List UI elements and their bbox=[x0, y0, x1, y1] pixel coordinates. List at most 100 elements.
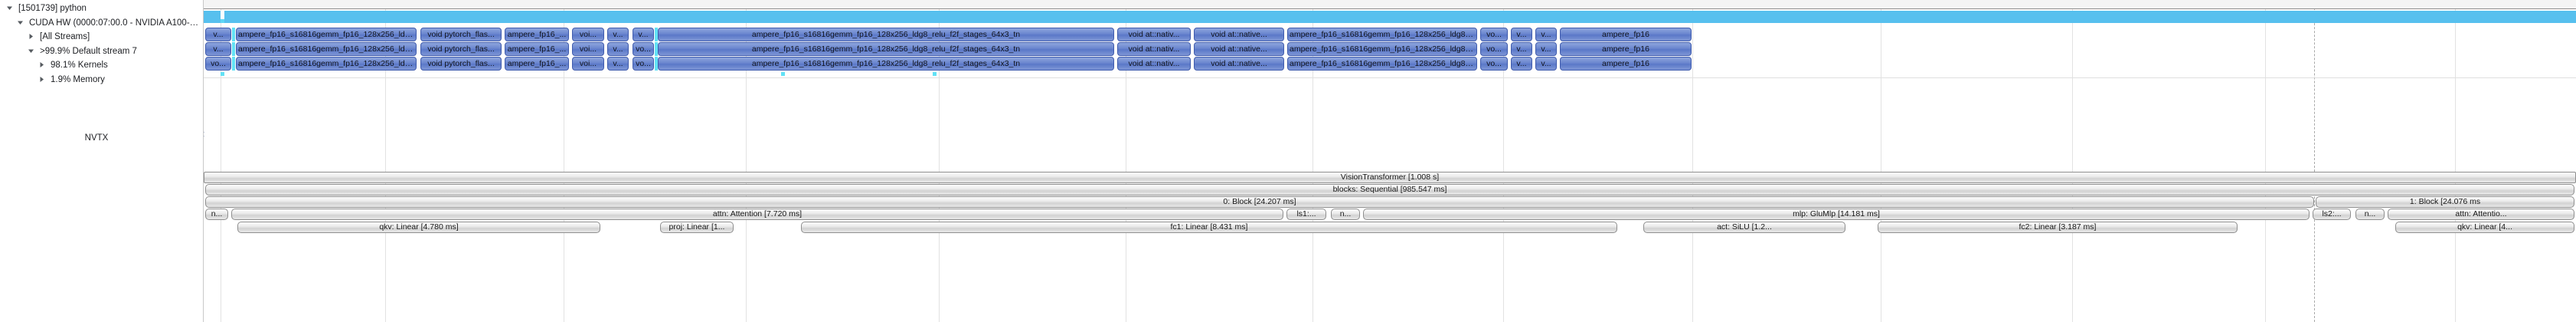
kernel-block[interactable]: v... bbox=[1535, 57, 1557, 71]
chevron-right-icon[interactable] bbox=[26, 33, 36, 40]
chevron-down-icon[interactable] bbox=[26, 48, 36, 54]
tree-row[interactable]: 1.9% Memory bbox=[0, 72, 204, 87]
nvtx-range-row[interactable]: qkv: Linear [4.780 ms] proj: Linear [1...… bbox=[204, 222, 2576, 233]
chevron-down-icon[interactable] bbox=[15, 19, 25, 26]
utilization-gap-tick bbox=[221, 11, 224, 23]
kernel-block[interactable]: ampere_fp16_s16816gemm_fp16_128x256_ldg8… bbox=[1287, 42, 1477, 56]
kernel-block[interactable]: void at::native... bbox=[1194, 57, 1284, 71]
kernel-block[interactable]: vo... bbox=[1480, 28, 1508, 41]
timeline-header-band bbox=[204, 0, 2576, 9]
kernel-row[interactable]: v... ampere_fp16_s16816gemm_fp16_128x256_… bbox=[204, 42, 2576, 56]
kernel-gap-marker bbox=[232, 28, 235, 41]
kernel-block[interactable]: vo... bbox=[1480, 57, 1508, 71]
kernel-block[interactable]: voi... bbox=[572, 57, 604, 71]
timeline-canvas[interactable]: v... ampere_fp16_s16816gemm_fp16_128x256_… bbox=[199, 0, 2576, 322]
kernel-block[interactable]: v... bbox=[1511, 28, 1532, 41]
nvtx-range-block[interactable]: fc2: Linear [3.187 ms] bbox=[1878, 222, 2238, 233]
kernel-block[interactable]: v... bbox=[1511, 57, 1532, 71]
kernel-block[interactable]: v... bbox=[607, 28, 629, 41]
tree-row[interactable]: >99.9% Default stream 7 bbox=[0, 44, 204, 58]
nvtx-range-block[interactable]: fc1: Linear [8.431 ms] bbox=[801, 222, 1617, 233]
nvtx-range-block[interactable]: attn: Attention [7.720 ms] bbox=[231, 209, 1283, 220]
nvtx-range-block[interactable]: qkv: Linear [4.780 ms] bbox=[237, 222, 600, 233]
memory-transfer-tick[interactable] bbox=[781, 72, 785, 76]
kernel-block[interactable]: ampere_fp16_... bbox=[505, 28, 569, 41]
nvtx-range-block[interactable]: n... bbox=[1331, 209, 1360, 220]
nvtx-range-row[interactable]: n...attn: Attention [7.720 ms]ls1:...n..… bbox=[204, 209, 2576, 220]
kernel-block[interactable]: void pytorch_flas... bbox=[420, 57, 502, 71]
kernel-block[interactable]: v... bbox=[1511, 42, 1532, 56]
kernel-block[interactable]: v... bbox=[1535, 42, 1557, 56]
row-separator bbox=[204, 77, 2576, 78]
kernel-block[interactable]: ampere_fp16_s16816gemm_fp16_128x256_ldg8… bbox=[658, 42, 1114, 56]
kernel-block[interactable]: v... bbox=[633, 28, 654, 41]
kernel-block[interactable]: v... bbox=[607, 57, 629, 71]
kernel-block[interactable]: vo... bbox=[205, 57, 231, 71]
kernel-block[interactable]: ampere_fp16_s16816gemm_fp16_128x256_ldg8… bbox=[236, 57, 417, 71]
kernel-block[interactable]: vo... bbox=[633, 57, 654, 71]
nvtx-range-block[interactable]: act: SiLU [1.2... bbox=[1643, 222, 1845, 233]
kernel-block[interactable]: void pytorch_flas... bbox=[420, 28, 502, 41]
chevron-right-icon[interactable] bbox=[37, 61, 47, 68]
chevron-down-icon[interactable] bbox=[5, 5, 15, 12]
tree-row-label: >99.9% Default stream 7 bbox=[40, 46, 137, 56]
kernel-block[interactable]: ampere_fp16 bbox=[1560, 57, 1692, 71]
kernel-gap-marker bbox=[655, 57, 658, 71]
tree-row[interactable]: [1501739] python bbox=[0, 1, 204, 15]
kernel-row[interactable]: vo...ampere_fp16_s16816gemm_fp16_128x256… bbox=[204, 57, 2576, 71]
kernel-block[interactable]: v... bbox=[205, 28, 231, 41]
chevron-right-icon[interactable] bbox=[37, 76, 47, 83]
kernel-block[interactable]: vo... bbox=[633, 42, 654, 56]
kernel-block[interactable]: void at::native... bbox=[1194, 28, 1284, 41]
kernel-block[interactable]: void at::nativ... bbox=[1117, 42, 1191, 56]
tree-row-label: CUDA HW (0000:07:00.0 - NVIDIA A100-SXM4… bbox=[29, 18, 204, 28]
kernel-block[interactable]: void at::nativ... bbox=[1117, 28, 1191, 41]
nvtx-range-block[interactable]: proj: Linear [1... bbox=[660, 222, 734, 233]
kernel-block[interactable]: void at::native... bbox=[1194, 42, 1284, 56]
tree-row[interactable]: [All Streams] bbox=[0, 29, 204, 44]
kernel-block[interactable]: ampere_fp16_s16816gemm_fp16_128x256_ldg8… bbox=[1287, 57, 1477, 71]
nvtx-range-row[interactable]: VisionTransformer [1.008 s] bbox=[204, 172, 2576, 183]
nvtx-range-row[interactable]: 0: Block [24.207 ms]1: Block [24.076 ms bbox=[204, 196, 2576, 208]
kernel-block[interactable]: ampere_fp16_s16816gemm_fp16_128x256_ldg8… bbox=[236, 28, 417, 41]
nvtx-range-block[interactable]: 0: Block [24.207 ms] bbox=[205, 196, 2314, 208]
kernel-block[interactable]: ampere_fp16_s16816gemm_fp16_128x256_ldg8… bbox=[658, 28, 1114, 41]
kernel-block[interactable]: voi... bbox=[572, 42, 604, 56]
kernel-block[interactable]: voi... bbox=[572, 28, 604, 41]
kernel-block[interactable]: ampere_fp16 bbox=[1560, 28, 1692, 41]
nvtx-range-block[interactable]: ls1:... bbox=[1286, 209, 1326, 220]
nvtx-range-block[interactable]: VisionTransformer [1.008 s] bbox=[204, 172, 2576, 183]
nvtx-row-label: NVTX bbox=[84, 133, 109, 143]
kernel-block[interactable]: vo... bbox=[1480, 42, 1508, 56]
tree-row-label: 98.1% Kernels bbox=[51, 60, 108, 70]
tree-row[interactable]: CUDA HW (0000:07:00.0 - NVIDIA A100-SXM4… bbox=[0, 15, 204, 30]
nvtx-range-row[interactable]: blocks: Sequential [985.547 ms] bbox=[204, 184, 2576, 196]
kernel-block[interactable]: ampere_fp16 bbox=[1560, 42, 1692, 56]
nvtx-range-block[interactable]: blocks: Sequential [985.547 ms] bbox=[205, 184, 2574, 196]
kernel-block[interactable]: v... bbox=[1535, 28, 1557, 41]
stream-utilization-bar[interactable] bbox=[204, 11, 2576, 23]
nvtx-range-block[interactable]: ls2:... bbox=[2313, 209, 2351, 220]
kernel-block[interactable]: ampere_fp16_s16816gemm_fp16_128x256_ldg8… bbox=[236, 42, 417, 56]
kernel-block[interactable]: ampere_fp16_... bbox=[505, 57, 569, 71]
nvtx-range-block[interactable]: attn: Attentio... bbox=[2388, 209, 2574, 220]
tree-row-label: [All Streams] bbox=[40, 31, 90, 41]
kernel-block[interactable]: void at::nativ... bbox=[1117, 57, 1191, 71]
nvtx-range-block[interactable]: qkv: Linear [4... bbox=[2395, 222, 2574, 233]
nvtx-range-block[interactable]: 1: Block [24.076 ms bbox=[2316, 196, 2574, 208]
kernel-gap-marker bbox=[232, 42, 235, 56]
kernel-block[interactable]: ampere_fp16_s16816gemm_fp16_128x256_ldg8… bbox=[658, 57, 1114, 71]
kernel-block[interactable]: void pytorch_flas... bbox=[420, 42, 502, 56]
nvtx-range-block[interactable]: n... bbox=[2355, 209, 2385, 220]
kernel-block[interactable]: ampere_fp16_s16816gemm_fp16_128x256_ldg8… bbox=[1287, 28, 1477, 41]
memory-transfer-tick[interactable] bbox=[933, 72, 937, 76]
nvtx-range-block[interactable]: mlp: GluMlp [14.181 ms] bbox=[1363, 209, 2310, 220]
kernel-block[interactable]: v... bbox=[607, 42, 629, 56]
kernel-block[interactable]: v... bbox=[205, 42, 231, 56]
kernel-block[interactable]: ampere_fp16_... bbox=[505, 42, 569, 56]
kernel-row[interactable]: v... ampere_fp16_s16816gemm_fp16_128x256_… bbox=[204, 28, 2576, 41]
tree-row[interactable]: 98.1% Kernels bbox=[0, 58, 204, 72]
memory-transfer-tick[interactable] bbox=[221, 72, 224, 76]
nvtx-range-block[interactable]: n... bbox=[205, 209, 228, 220]
